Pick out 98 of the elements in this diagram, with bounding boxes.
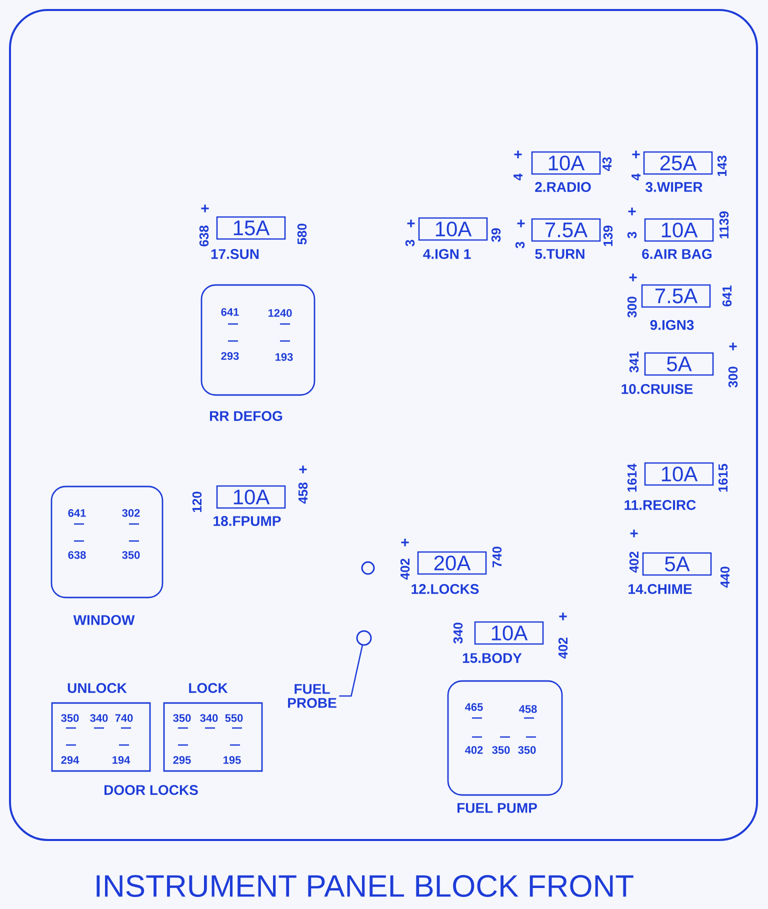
pin-number: 300 bbox=[627, 296, 637, 318]
relay-label: LOCK bbox=[189, 683, 228, 693]
pin-number: 4 bbox=[514, 173, 522, 180]
title: INSTRUMENT PANEL BLOCK FRONT bbox=[96, 875, 634, 897]
plus-sign: + bbox=[407, 220, 415, 228]
plus-sign: + bbox=[559, 612, 567, 620]
pin-number: 740 bbox=[492, 546, 502, 568]
plus-sign: + bbox=[632, 150, 640, 158]
fuse-box: 20A bbox=[417, 551, 487, 575]
pin-number: 440 bbox=[720, 566, 730, 588]
fuse-box: 10A bbox=[644, 462, 714, 486]
leader-line bbox=[339, 645, 363, 697]
plus-sign: + bbox=[629, 274, 637, 282]
pin-number: 641 bbox=[722, 286, 732, 306]
group-label: DOOR LOCKS bbox=[104, 785, 198, 795]
relay-label: UNLOCK bbox=[68, 683, 127, 693]
pin-number: 350 bbox=[61, 714, 79, 722]
pin-number: 458 bbox=[298, 482, 308, 504]
pin-number: 580 bbox=[297, 224, 307, 244]
pin-number: 638 bbox=[199, 226, 209, 246]
pin-number: 195 bbox=[224, 756, 241, 764]
pin-number: 638 bbox=[68, 551, 86, 559]
fuse-label: 15.BODY bbox=[462, 653, 522, 663]
pin-number: 3 bbox=[515, 242, 525, 248]
fuse-label: 11.RECIRC bbox=[624, 500, 696, 510]
pin-number: 340 bbox=[453, 622, 463, 644]
pin-number: 402 bbox=[629, 552, 639, 573]
pin-number: 1615 bbox=[718, 464, 728, 492]
fuse-label: 18.FPUMP bbox=[214, 516, 281, 526]
pin-number: 550 bbox=[225, 714, 243, 722]
fuse-box: 7.5A bbox=[531, 218, 601, 242]
plus-sign: + bbox=[299, 466, 307, 474]
fuse-label: 12.LOCKS bbox=[412, 584, 479, 594]
pin-number: 293 bbox=[221, 352, 239, 360]
fuse-label: 10.CRUISE bbox=[622, 384, 693, 394]
fuse-label: 4.IGN 1 bbox=[423, 249, 471, 259]
pin-number: 294 bbox=[61, 756, 80, 764]
plus-sign: + bbox=[517, 220, 525, 228]
pin-number: 350 bbox=[518, 746, 536, 754]
pin-number: 3 bbox=[405, 240, 415, 246]
pin-number: 740 bbox=[115, 714, 133, 722]
fuse-box: 10A bbox=[531, 151, 601, 175]
fuse-box: 5A bbox=[642, 552, 712, 576]
fuse-label: 17.SUN bbox=[211, 249, 259, 259]
pin-number: 143 bbox=[717, 156, 727, 176]
pin-number: 350 bbox=[122, 551, 140, 559]
pin-number: 43 bbox=[602, 157, 612, 172]
part-label: FUEL PROBE bbox=[288, 684, 336, 708]
fuse-label: 9.IGN3 bbox=[650, 320, 694, 330]
pin-number: 300 bbox=[728, 366, 738, 388]
pin-number: 302 bbox=[122, 509, 140, 517]
pin-number: 340 bbox=[90, 714, 108, 722]
probe-hole bbox=[361, 561, 375, 575]
probe-hole bbox=[356, 630, 372, 646]
relay-label: WINDOW bbox=[73, 615, 135, 625]
fuse-box: 10A bbox=[474, 621, 544, 645]
plus-sign: + bbox=[401, 538, 409, 546]
pin-number: 39 bbox=[491, 228, 501, 242]
pin-number: 350 bbox=[173, 714, 191, 722]
pin-number: 458 bbox=[519, 705, 537, 713]
pin-number: 402 bbox=[558, 638, 568, 659]
pin-number: 341 bbox=[629, 352, 639, 373]
fuse-box: 10A bbox=[644, 218, 714, 242]
relay-label: RR DEFOG bbox=[210, 411, 282, 421]
pin-number: 295 bbox=[173, 756, 191, 764]
fuse-box: 25A bbox=[643, 151, 713, 175]
pin-number: 120 bbox=[192, 492, 202, 512]
pin-number: 4 bbox=[632, 173, 640, 180]
pin-number: 641 bbox=[221, 308, 239, 316]
plus-sign: + bbox=[630, 530, 638, 538]
plus-sign: + bbox=[201, 204, 209, 212]
pin-number: 1240 bbox=[268, 309, 292, 317]
pin-number: 139 bbox=[603, 226, 613, 246]
plus-sign: + bbox=[729, 342, 737, 350]
relay-label: FUEL PUMP bbox=[458, 803, 537, 813]
pin-number: 194 bbox=[112, 756, 130, 764]
pin-number: 641 bbox=[68, 509, 86, 517]
pin-number: 402 bbox=[465, 746, 483, 754]
fuse-box: 10A bbox=[418, 217, 488, 241]
pin-number: 3 bbox=[627, 232, 637, 238]
fuse-box: 15A bbox=[216, 216, 286, 240]
pin-number: 350 bbox=[492, 746, 510, 754]
fuse-label: 5.TURN bbox=[535, 249, 584, 259]
pin-number: 465 bbox=[465, 703, 483, 711]
fuse-box: 5A bbox=[644, 352, 714, 376]
plus-sign: + bbox=[628, 208, 636, 216]
plus-sign: + bbox=[514, 150, 522, 158]
pin-number: 402 bbox=[400, 558, 410, 580]
pin-number: 1614 bbox=[627, 464, 637, 492]
fuse-label: 3.WIPER bbox=[646, 182, 703, 192]
fuse-box: 7.5A bbox=[641, 284, 711, 308]
fuse-label: 6.AIR BAG bbox=[642, 249, 712, 259]
pin-number: 193 bbox=[276, 353, 293, 361]
pin-number: 340 bbox=[200, 714, 218, 722]
fuse-box: 10A bbox=[216, 485, 286, 509]
fuse-label: 14.CHIME bbox=[628, 584, 692, 594]
fuse-label: 2.RADIO bbox=[535, 182, 591, 192]
pin-number: 1139 bbox=[719, 211, 729, 238]
